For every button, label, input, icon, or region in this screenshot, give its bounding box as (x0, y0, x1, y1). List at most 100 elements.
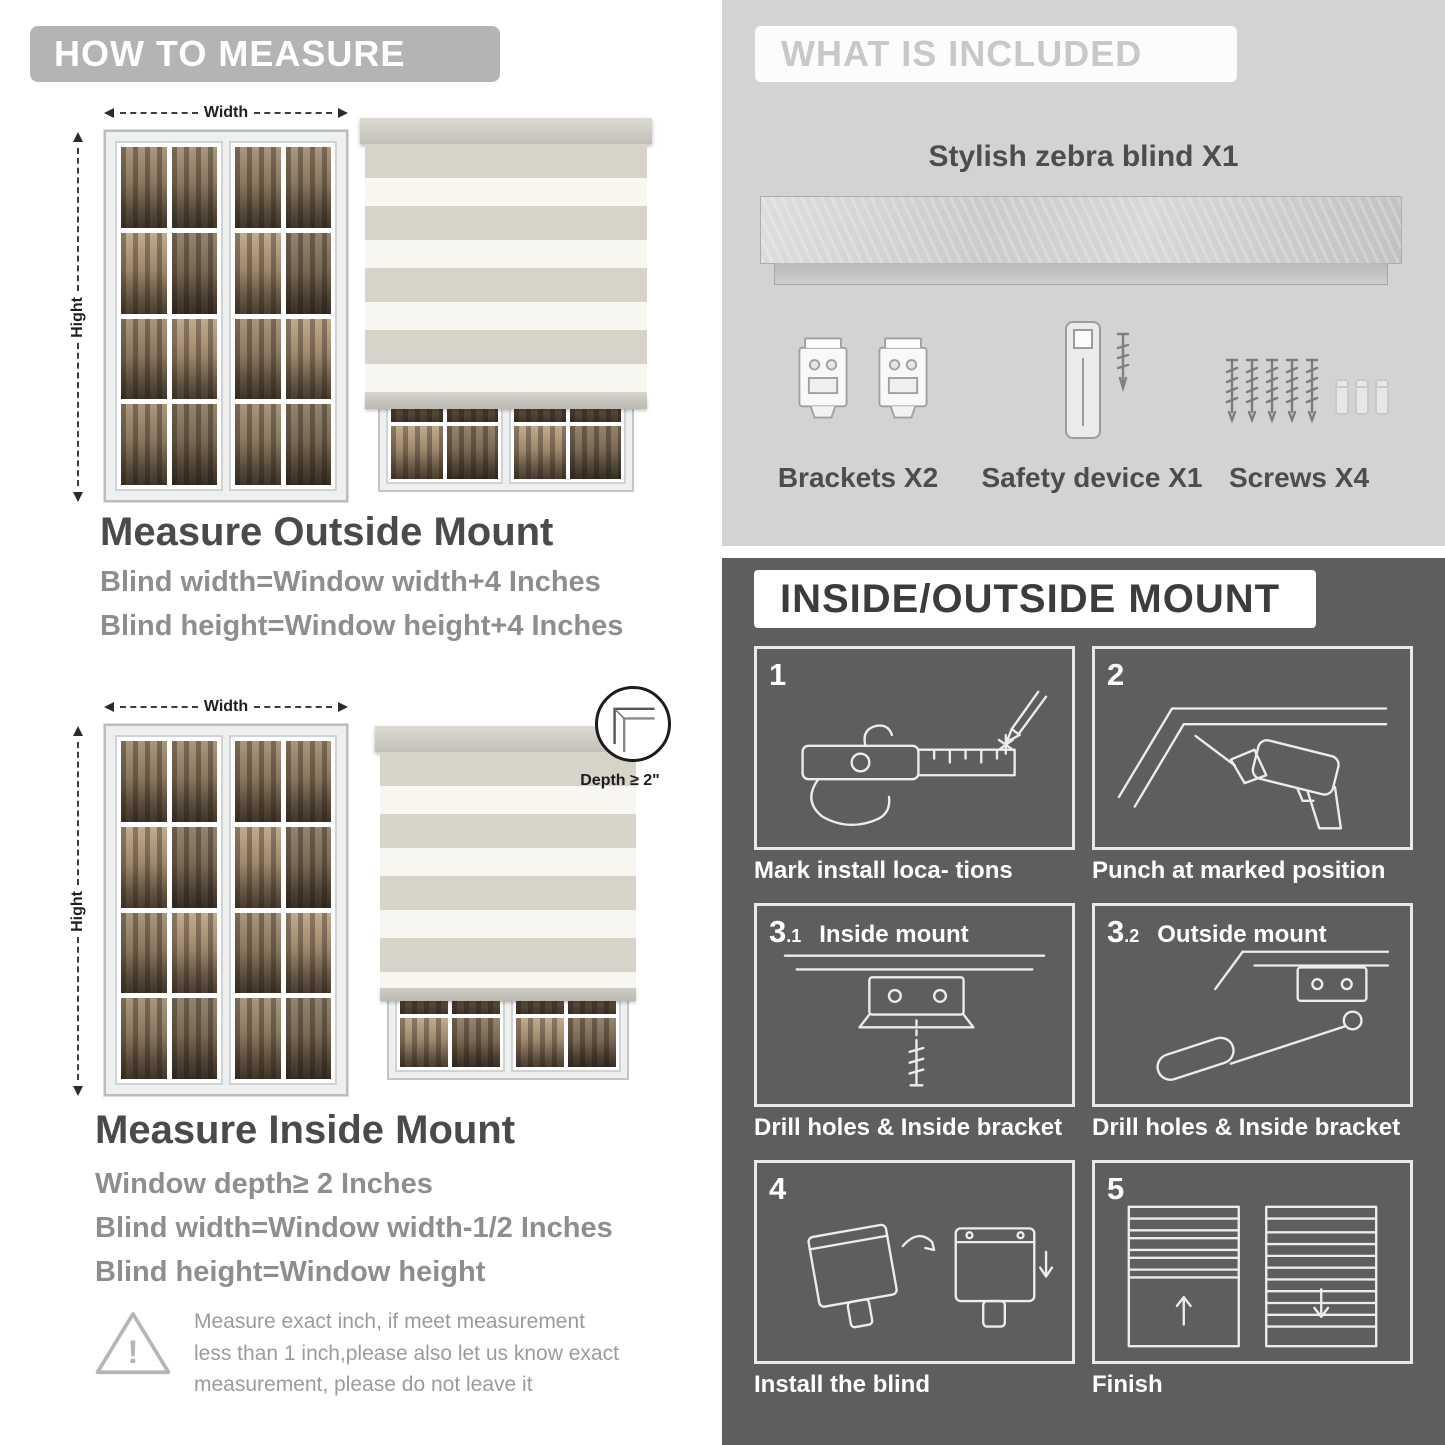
step-4-box: 4 (754, 1160, 1075, 1364)
mount-steps-grid: 1 (754, 646, 1413, 1403)
what-is-included-panel: WHAT IS INCLUDED Stylish zebra blind X1 (722, 0, 1445, 546)
width-label: Width (203, 104, 249, 121)
step-2-box: 2 (1092, 646, 1413, 850)
screws-label: Screws X4 (1228, 462, 1370, 493)
blind-headrail (360, 118, 652, 144)
step-5: 5 (1092, 1160, 1413, 1403)
bracket-icon (798, 337, 848, 419)
safety-device-icons (1052, 318, 1147, 443)
what-is-included-banner: WHAT IS INCLUDED (755, 26, 1237, 82)
height-arrow: Hight (68, 726, 88, 1096)
window-illustration-inside: Width Hight (58, 698, 350, 1098)
how-to-measure-banner: HOW TO MEASURE (30, 26, 500, 82)
zebra-blind-illustration-inside: Depth ≥ 2" (375, 686, 671, 1080)
blind-cassette-image (760, 196, 1402, 264)
step-number: 2 (1107, 657, 1125, 692)
window-corner-icon (613, 707, 655, 752)
brackets-label: Brackets X2 (777, 462, 939, 493)
step-number: 3 (1107, 914, 1125, 949)
step-1-box: 1 (754, 646, 1075, 850)
step-number: 1 (769, 657, 787, 692)
arrow-left-icon (104, 108, 114, 118)
window-sash (229, 735, 337, 1085)
arrow-down-icon (73, 1086, 83, 1096)
how-to-measure-panel: HOW TO MEASURE Width Hight (0, 0, 712, 1445)
mount-instructions-panel: INSIDE/OUTSIDE MOUNT 1 (722, 558, 1445, 1445)
outside-formula-height: Blind height=Window height+4 Inches (100, 610, 624, 642)
step-5-box: 5 (1092, 1160, 1413, 1364)
drill-icon (1099, 681, 1406, 843)
arrow-left-icon (104, 702, 114, 712)
step-title: Inside mount (819, 921, 969, 948)
arrow-up-icon (73, 726, 83, 736)
measure-inside-title: Measure Inside Mount (95, 1108, 516, 1152)
step-number: 5 (1107, 1171, 1125, 1206)
window-frame (104, 130, 348, 502)
note-text: Measure exact inch, if meet measurement … (194, 1310, 619, 1396)
measurement-note: ! Measure exact inch, if meet measuremen… (92, 1306, 640, 1401)
depth-detail-circle (595, 686, 671, 762)
step-3-2-caption: Drill holes & Inside bracket (1092, 1114, 1401, 1141)
arrow-right-icon (338, 702, 348, 712)
step-1-caption: Mark install loca- tions (754, 857, 1013, 884)
window-frame (104, 724, 348, 1096)
window-illustration-outside: Width Hight (58, 104, 350, 504)
screws-icons (1218, 346, 1398, 441)
inside-formula-width: Blind width=Window width-1/2 Inches (95, 1212, 613, 1244)
width-arrow: Width (104, 104, 348, 122)
step-3-1-box: 3 .1 Inside mount (754, 903, 1075, 1107)
height-label: Hight (69, 296, 86, 338)
step-3-2: 3 .2 Outside mount (1092, 903, 1413, 1146)
safety-device-label: Safety device X1 (981, 462, 1203, 493)
step-4: 4 (754, 1160, 1075, 1403)
step-number: 4 (769, 1171, 787, 1206)
arrow-down-icon (73, 492, 83, 502)
how-to-measure-title: HOW TO MEASURE (54, 33, 406, 74)
height-arrow: Hight (68, 132, 88, 502)
safety-device-icon (1065, 321, 1130, 439)
zebra-blind-illustration-outside (360, 118, 652, 492)
step-1: 1 (754, 646, 1075, 889)
outside-bracket-icon (1099, 938, 1406, 1100)
blind-bottom-rail (365, 396, 647, 409)
bracket-icon (878, 337, 928, 419)
width-label: Width (203, 698, 249, 715)
step-4-caption: Install the blind (754, 1371, 931, 1398)
step-2: 2 (1092, 646, 1413, 889)
window-sash (115, 735, 223, 1085)
arrow-right-icon (338, 108, 348, 118)
height-label: Hight (69, 890, 86, 932)
step-5-caption: Finish (1092, 1371, 1163, 1398)
install-blind-icon (761, 1195, 1068, 1357)
mount-banner: INSIDE/OUTSIDE MOUNT (754, 570, 1316, 628)
depth-label: Depth ≥ 2" (580, 772, 660, 789)
step-3-2-box: 3 .2 Outside mount (1092, 903, 1413, 1107)
step-3-1-caption: Drill holes & Inside bracket (754, 1114, 1063, 1141)
inside-formula-height: Blind height=Window height (95, 1256, 486, 1288)
width-arrow: Width (104, 698, 348, 716)
blind-stripes (380, 752, 636, 988)
what-is-included-title: WHAT IS INCLUDED (781, 33, 1143, 74)
blind-cassette-lower (774, 263, 1388, 285)
warning-triangle-icon: ! (95, 1312, 171, 1375)
blind-bottom-rail (380, 988, 636, 1001)
svg-text:!: ! (128, 1333, 139, 1370)
step-number: 3 (769, 914, 787, 949)
outside-formula-width: Blind width=Window width+4 Inches (100, 566, 601, 598)
arrow-up-icon (73, 132, 83, 142)
mark-locations-icon (761, 681, 1068, 843)
step-title: Outside mount (1157, 921, 1327, 948)
inside-formula-depth: Window depth≥ 2 Inches (95, 1168, 433, 1200)
window-sash (229, 141, 337, 491)
inside-bracket-icon (761, 938, 1068, 1100)
mount-title: INSIDE/OUTSIDE MOUNT (780, 576, 1281, 621)
blind-item-label: Stylish zebra blind X1 (928, 140, 1239, 173)
measure-outside-title: Measure Outside Mount (100, 510, 554, 554)
brackets-icons (790, 330, 936, 426)
screws-anchors-icon (1225, 358, 1389, 422)
window-sash (115, 141, 223, 491)
step-3-1: 3 .1 Inside mount (754, 903, 1075, 1146)
step-2-caption: Punch at marked position (1092, 857, 1386, 884)
blind-stripes (365, 144, 647, 396)
